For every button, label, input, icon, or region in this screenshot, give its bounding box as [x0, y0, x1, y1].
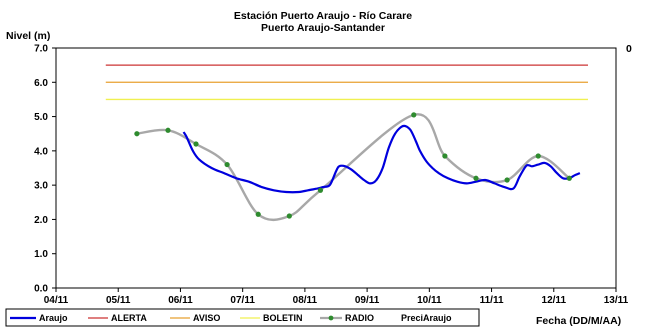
x-tick-label: 07/11 [230, 295, 255, 306]
y-axis-label: Nivel (m) [6, 30, 50, 42]
legend-label-aviso: AVISO [193, 313, 220, 323]
radio-point [193, 141, 199, 147]
radio-point [504, 177, 510, 183]
chart-subtitle: Puerto Araujo-Santander [261, 22, 385, 34]
radio-point [317, 187, 324, 193]
plot-area-frame [55, 47, 617, 289]
radio-point [535, 153, 541, 159]
radio-point [165, 127, 171, 133]
x-tick-label: 08/11 [293, 295, 318, 306]
y-tick-label: 6.0 [34, 78, 48, 89]
legend-label-boletin: BOLETIN [263, 313, 303, 323]
x-tick-label: 11/11 [480, 295, 504, 306]
chart-title: Estación Puerto Araujo - Río Carare [234, 10, 412, 22]
x-tick-label: 13/11 [604, 295, 629, 306]
x-axis-label: Fecha (DD/M/AA) [536, 315, 621, 327]
radio-point [473, 175, 479, 181]
y-tick-label: 7.0 [34, 44, 48, 55]
y-tick-label: 5.0 [34, 112, 48, 123]
y-tick-label: 3.0 [34, 181, 48, 192]
radio-point [442, 153, 448, 159]
x-tick-label: 06/11 [168, 295, 193, 306]
legend-marker-radio [328, 315, 334, 321]
radio-point [134, 131, 140, 137]
y-tick-label: 4.0 [34, 146, 48, 157]
x-tick-label: 09/11 [355, 295, 380, 306]
radio-point [224, 161, 230, 168]
x-tick-label: 04/11 [44, 295, 69, 306]
x-axis-ticks: 04/11 05/11 06/11 07/11 08/11 09/11 10/11 11/11… [44, 288, 629, 306]
radio-point [286, 213, 292, 219]
right-axis-label: 0 [626, 43, 632, 55]
legend: Araujo ALERTA AVISO BOLETIN RADIO PreciAraujo [10, 313, 452, 323]
marker-layer [134, 112, 572, 219]
x-tick-label: 12/11 [542, 295, 567, 306]
legend-label-araujo: Araujo [39, 313, 68, 323]
y-axis-ticks: 0.0 1.0 2.0 3.0 4.0 5.0 6.0 7.0 [34, 44, 56, 295]
radio-point [566, 175, 572, 181]
x-tick-label: 10/11 [417, 295, 442, 306]
x-tick-label: 05/11 [106, 295, 131, 306]
series-line-araujo [182, 124, 581, 194]
y-tick-label: 0.0 [34, 284, 48, 295]
radio-point [255, 211, 261, 217]
legend-label-preciaraujo: PreciAraujo [401, 313, 452, 323]
y-tick-label: 1.0 [34, 249, 48, 260]
radio-point [411, 112, 417, 118]
y-tick-label: 2.0 [34, 215, 48, 226]
legend-label-alerta: ALERTA [111, 313, 147, 323]
threshold-lines [105, 64, 588, 101]
legend-label-radio: RADIO [345, 313, 374, 323]
